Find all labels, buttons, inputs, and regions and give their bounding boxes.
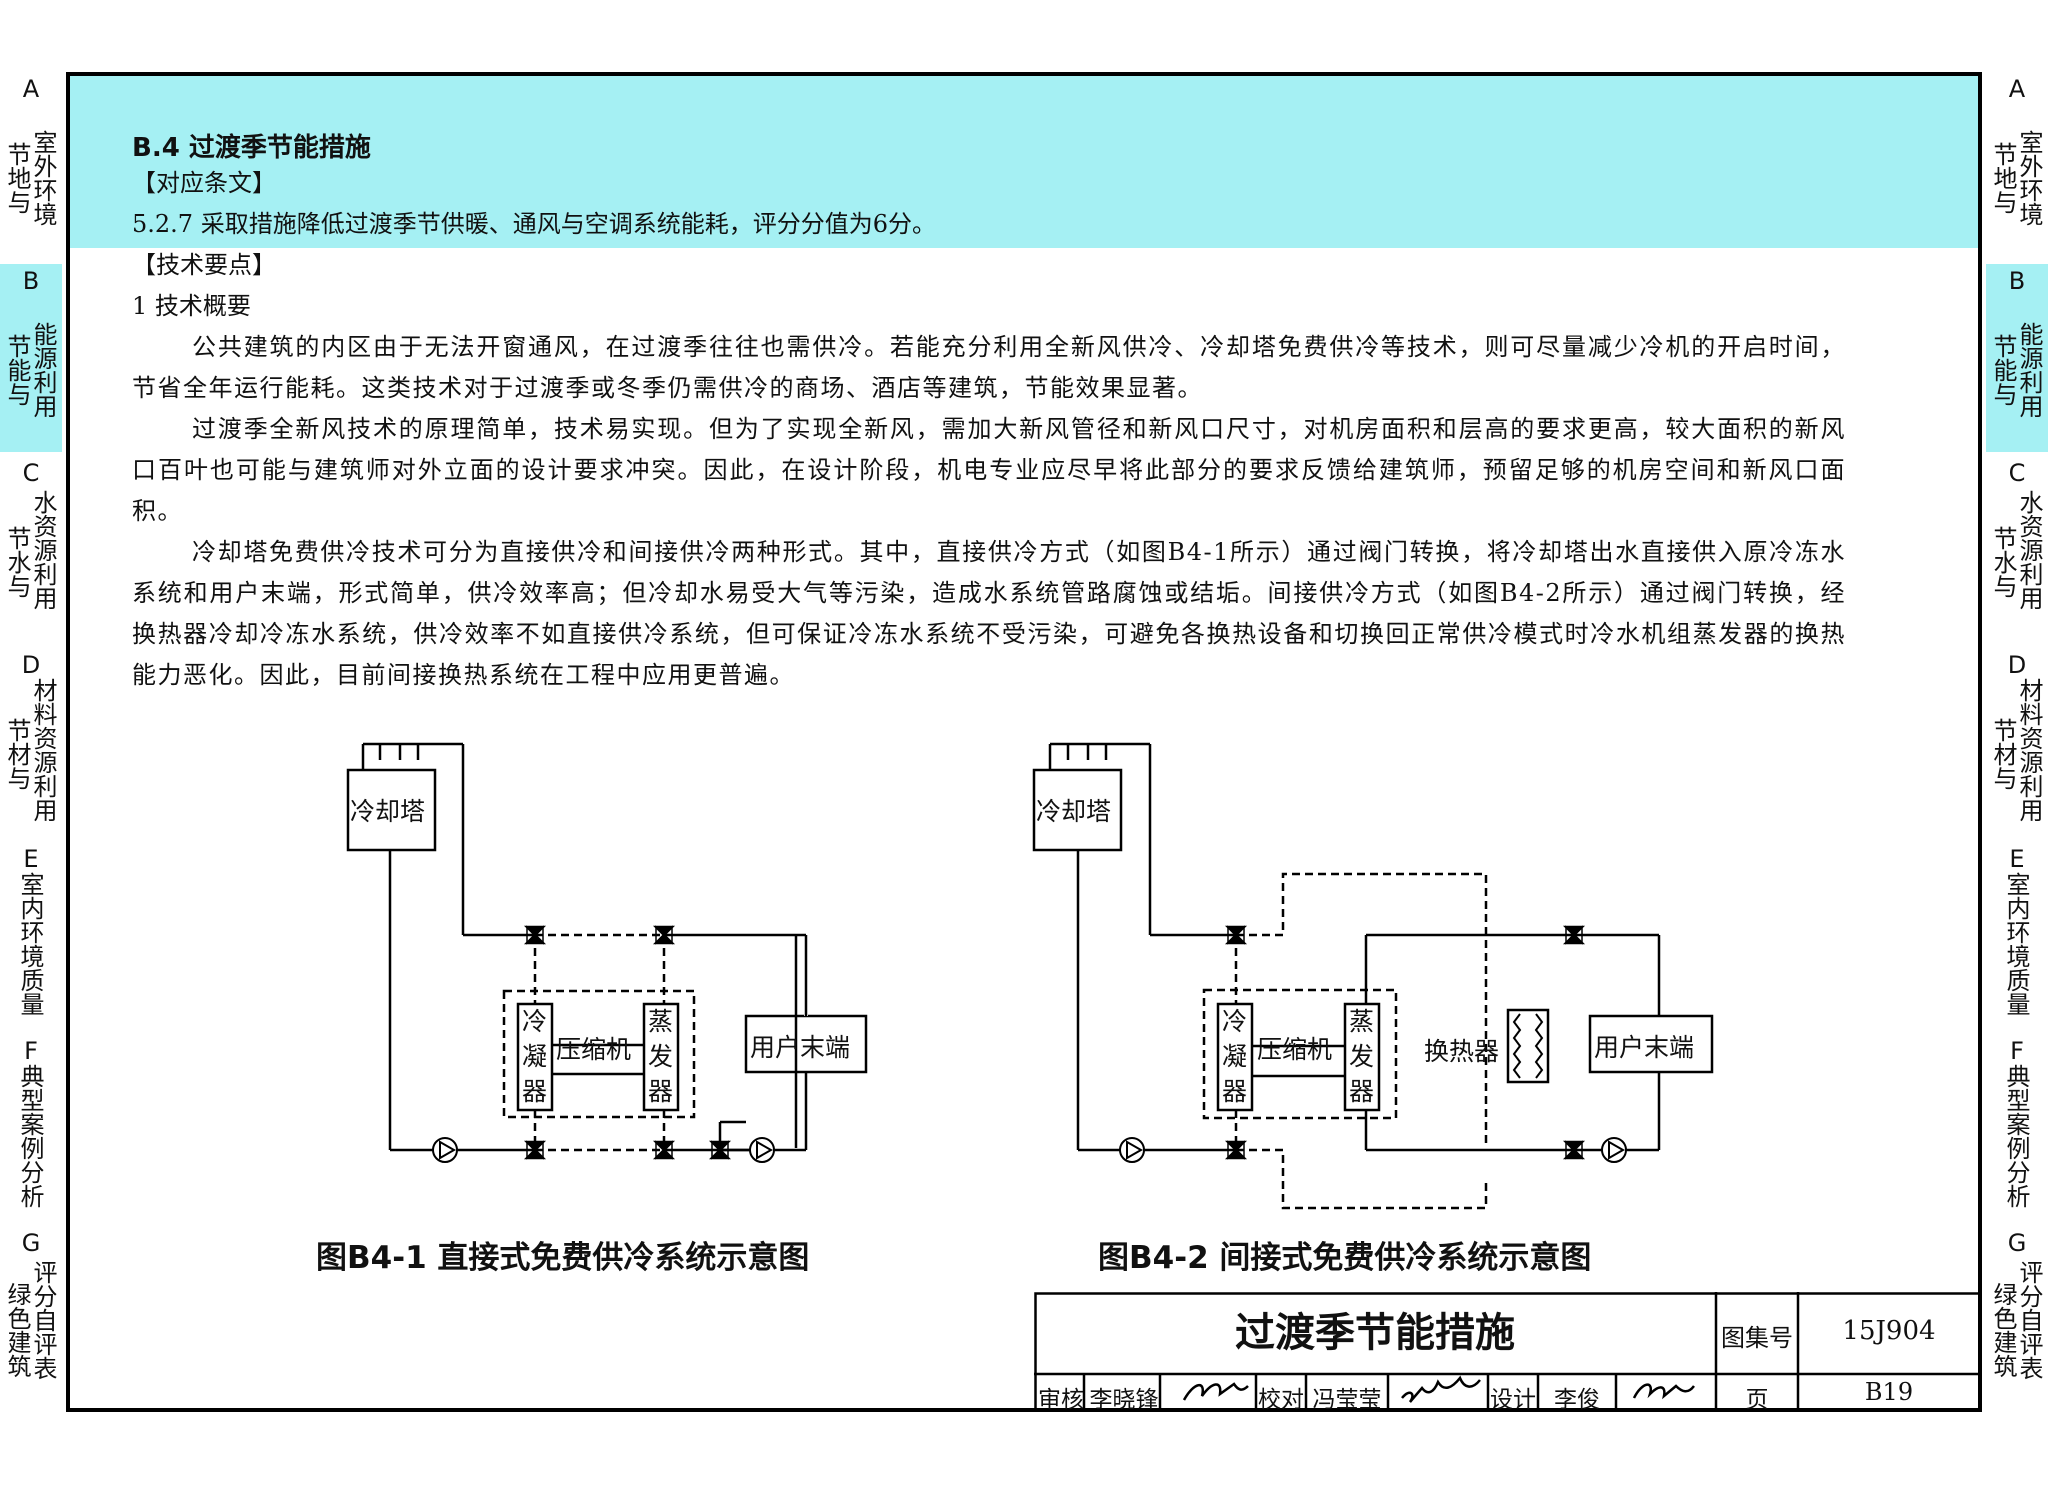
- atlas-label: 图集号: [1721, 1324, 1793, 1352]
- side-tab-text-2: 能源利用: [2015, 322, 2043, 418]
- side-tab-a[interactable]: A 节地与 室外环境: [1986, 72, 2048, 262]
- side-tab-letter: G: [21, 1229, 41, 1257]
- paragraph-3: 冷却塔免费供冷技术可分为直接供冷和间接供冷两种形式。其中，直接供冷方式（如图B4…: [132, 538, 1846, 689]
- d2-heat-exchanger: 换热器: [1424, 1037, 1500, 1066]
- side-tab-b[interactable]: B 节能与 能源利用: [0, 264, 62, 454]
- side-tab-letter: F: [2010, 1037, 2024, 1065]
- d2-evaporator: 蒸发器: [1349, 1007, 1375, 1106]
- d1-caption: 图B4-1 直接式免费供冷系统示意图: [316, 1240, 810, 1276]
- side-tab-letter: C: [22, 459, 40, 487]
- side-tab-letter: D: [2007, 651, 2027, 679]
- side-tab-letter: A: [2008, 75, 2026, 103]
- side-tab-f[interactable]: F 典型案例分析: [0, 1034, 62, 1224]
- side-tab-text-2: 评分自评表: [2015, 1260, 2043, 1380]
- side-tab-text-2: 室外环境: [2015, 130, 2043, 226]
- side-tab-c[interactable]: C 节水与 水资源利用: [1986, 456, 2048, 646]
- d1-condenser: 冷凝器: [522, 1007, 548, 1106]
- side-tab-text-2: 材料资源利用: [2015, 678, 2043, 822]
- clause-text: 5.2.7 采取措施降低过渡季节供暖、通风与空调系统能耗，评分分值为6分。: [132, 210, 936, 238]
- side-tab-text-2: 室外环境: [29, 130, 57, 226]
- signature-designer: [1632, 1383, 1695, 1400]
- page-frame: [66, 72, 1982, 1412]
- design-label: 设计: [1490, 1387, 1536, 1413]
- side-tab-e[interactable]: E 室内环境质量: [0, 842, 62, 1032]
- side-tab-text-2: 材料资源利用: [29, 678, 57, 822]
- side-tab-letter: E: [23, 845, 39, 873]
- side-tab-letter: B: [2008, 267, 2026, 295]
- clause-heading: 【对应条文】: [132, 169, 276, 197]
- side-tab-text-1: 节水与: [1989, 526, 2017, 598]
- d2-condenser: 冷凝器: [1222, 1007, 1248, 1106]
- tech-heading: 【技术要点】: [132, 251, 276, 279]
- side-tab-text-1: 绿色建筑: [1989, 1282, 2017, 1378]
- checker-name: 冯莹莹: [1312, 1387, 1382, 1413]
- side-tab-text-2: 室内环境质量: [16, 872, 44, 1016]
- d1-user-terminal: 用户末端: [750, 1033, 851, 1062]
- side-tab-letter: F: [24, 1037, 38, 1065]
- reviewer-name: 李晓锋: [1089, 1387, 1159, 1413]
- check-label: 校对: [1258, 1387, 1304, 1413]
- side-tab-f[interactable]: F 典型案例分析: [1986, 1034, 2048, 1224]
- side-tab-letter: B: [22, 267, 40, 295]
- header-band: [70, 76, 1978, 248]
- side-tab-letter: E: [2009, 845, 2025, 873]
- signature-checker: [1401, 1375, 1481, 1403]
- d2-cooling-tower: 冷却塔: [1036, 797, 1112, 826]
- side-tab-text-1: 节材与: [3, 718, 31, 790]
- atlas-number: 15J904: [1842, 1316, 1936, 1346]
- side-tab-text-1: 节地与: [3, 142, 31, 214]
- side-tab-a[interactable]: A 节地与 室外环境: [0, 72, 62, 262]
- title-block-title: 过渡季节能措施: [1235, 1310, 1515, 1356]
- side-tab-c[interactable]: C 节水与 水资源利用: [0, 456, 62, 646]
- d1-cooling-tower: 冷却塔: [350, 797, 426, 826]
- side-tab-g[interactable]: G 绿色建筑 评分自评表: [1986, 1226, 2048, 1416]
- side-tab-text-1: 节能与: [1989, 334, 2017, 406]
- side-tab-text-1: 节能与: [3, 334, 31, 406]
- signature-reviewer: [1182, 1382, 1249, 1401]
- side-tab-text-2: 典型案例分析: [2002, 1064, 2030, 1208]
- paragraph-2: 过渡季全新风技术的原理简单，技术易实现。但为了实现全新风，需加大新风管径和新风口…: [132, 415, 1846, 525]
- side-tab-d[interactable]: D 节材与 材料资源利用: [1986, 648, 2048, 840]
- d2-caption: 图B4-2 间接式免费供冷系统示意图: [1098, 1240, 1592, 1276]
- d1-evaporator: 蒸发器: [648, 1007, 674, 1106]
- side-tab-e[interactable]: E 室内环境质量: [1986, 842, 2048, 1032]
- side-tab-letter: A: [22, 75, 40, 103]
- sub-heading: 1 技术概要: [132, 292, 251, 320]
- side-tab-text-2: 评分自评表: [29, 1260, 57, 1380]
- diagram-direct: [346, 742, 868, 1164]
- section-title: B.4 过渡季节能措施: [132, 133, 371, 163]
- d1-compressor: 压缩机: [556, 1035, 632, 1064]
- side-tab-text-2: 室内环境质量: [2002, 872, 2030, 1016]
- d2-user-terminal: 用户末端: [1594, 1033, 1695, 1062]
- review-label: 审核: [1038, 1387, 1084, 1413]
- side-tab-text-1: 节材与: [1989, 718, 2017, 790]
- designer-name: 李俊: [1554, 1387, 1600, 1413]
- side-tab-g[interactable]: G 绿色建筑 评分自评表: [0, 1226, 62, 1416]
- side-tab-letter: G: [2007, 1229, 2027, 1257]
- side-tab-letter: D: [21, 651, 41, 679]
- d2-compressor: 压缩机: [1257, 1035, 1333, 1064]
- cooling-tower-box: [346, 768, 437, 852]
- page-label: 页: [1745, 1387, 1769, 1413]
- paragraph-1: 公共建筑的内区由于无法开窗通风，在过渡季往往也需供冷。若能充分利用全新风供冷、冷…: [132, 333, 1846, 402]
- side-tab-text-1: 节水与: [3, 526, 31, 598]
- diagram-indirect: [1032, 742, 1714, 1210]
- side-tab-letter: C: [2008, 459, 2026, 487]
- page-number: B19: [1864, 1378, 1914, 1406]
- side-tab-d[interactable]: D 节材与 材料资源利用: [0, 648, 62, 840]
- side-tab-text-1: 绿色建筑: [3, 1282, 31, 1378]
- side-tab-b[interactable]: B 节能与 能源利用: [1986, 264, 2048, 454]
- side-tab-text-2: 水资源利用: [2015, 490, 2043, 610]
- side-tab-text-2: 能源利用: [29, 322, 57, 418]
- side-tab-text-1: 节地与: [1989, 142, 2017, 214]
- side-tab-text-2: 水资源利用: [29, 490, 57, 610]
- side-tab-text-2: 典型案例分析: [16, 1064, 44, 1208]
- title-block: [1034, 1292, 1981, 1412]
